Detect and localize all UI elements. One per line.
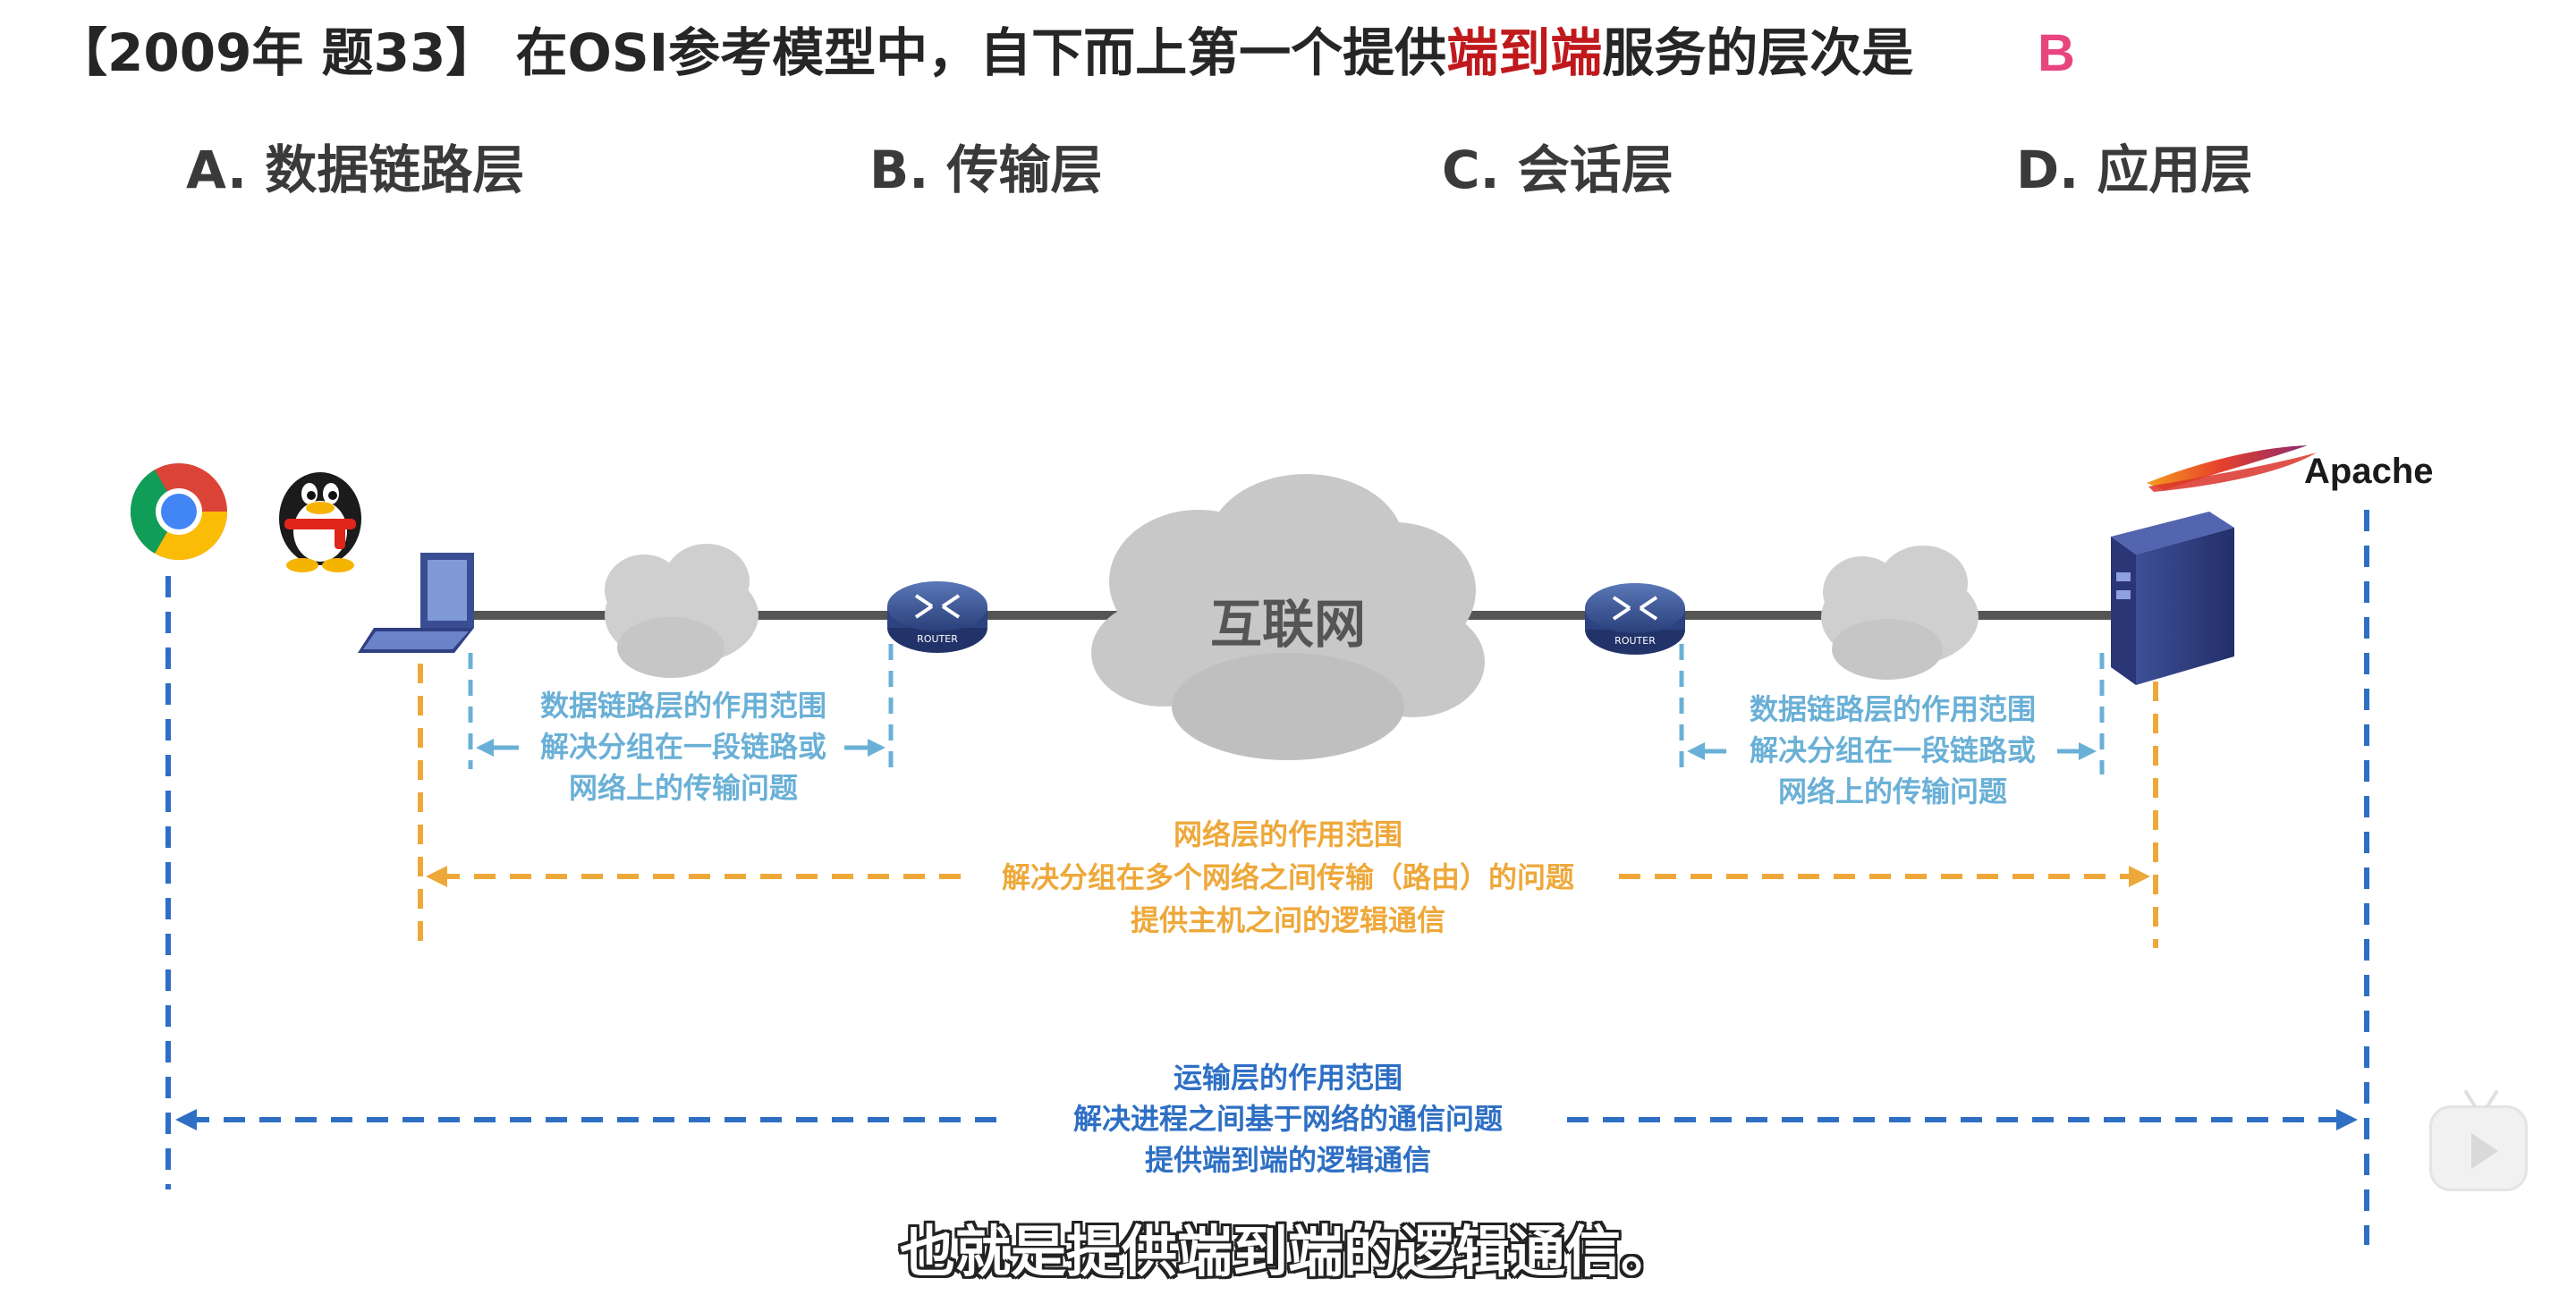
network-line2: 解决分组在多个网络之间传输（路由）的问题 [1002, 860, 1574, 894]
transport-line3: 提供端到端的逻辑通信 [1145, 1143, 1431, 1177]
router-right-label: ROUTER [1614, 635, 1656, 647]
transport-scope: 运输层的作用范围 解决进程之间基于网络的通信问题 提供端到端的逻辑通信 [165, 510, 2369, 1245]
router-left-label: ROUTER [917, 633, 958, 645]
network-line3: 提供主机之间的逻辑通信 [1131, 903, 1445, 937]
router-left: ROUTER [887, 581, 987, 653]
datalink-right-line3: 网络上的传输问题 [1778, 774, 2007, 808]
option-d: D. 应用层 [2016, 140, 2253, 200]
small-cloud-left [605, 544, 758, 678]
internet-label: 互联网 [1210, 594, 1366, 655]
chrome-icon [130, 463, 228, 561]
question-text: 【2009年 题33】 在OSI参考模型中，自下而上第一个提供端到端服务的层次是 [55, 13, 1913, 93]
answer-mark: B [2038, 24, 2075, 82]
option-b: B. 传输层 [869, 140, 1103, 200]
question-suffix: 服务的层次是 [1602, 22, 1914, 83]
internet-cloud: 互联网 [1091, 474, 1485, 760]
network-line1: 网络层的作用范围 [1174, 817, 1402, 851]
transport-line2: 解决进程之间基于网络的通信问题 [1073, 1102, 1503, 1136]
laptop-icon [358, 553, 474, 653]
datalink-left-line1: 数据链路层的作用范围 [540, 689, 826, 723]
server-icon [2111, 512, 2234, 685]
question-highlight: 端到端 [1446, 22, 1603, 83]
play-icon [2471, 1133, 2498, 1169]
question-prefix: 【2009年 题33】 在OSI参考模型中，自下而上第一个提供 [55, 22, 1447, 83]
router-right: ROUTER [1585, 583, 1685, 655]
transport-line1: 运输层的作用范围 [1174, 1061, 1402, 1095]
apache-label: Apache [2304, 452, 2434, 491]
video-subtitle: 也就是提供端到端的逻辑通信。 [899, 1219, 1676, 1284]
network-scope: 网络层的作用范围 解决分组在多个网络之间传输（路由）的问题 提供主机之间的逻辑通… [418, 664, 2158, 952]
qq-penguin-icon [279, 472, 361, 572]
datalink-right-line2: 解决分组在一段链路或 [1750, 733, 2036, 767]
tv-ears-icon [2464, 1090, 2498, 1108]
apache-feather-icon [2147, 445, 2317, 492]
router-arrows-icon [1612, 596, 1658, 621]
play-button[interactable] [2429, 1090, 2528, 1191]
datalink-left-line3: 网络上的传输问题 [569, 771, 798, 805]
datalink-right-line1: 数据链路层的作用范围 [1750, 692, 2036, 726]
router-arrows-icon [914, 594, 961, 619]
datalink-left-line2: 解决分组在一段链路或 [540, 730, 826, 764]
datalink-scope-right: 数据链路层的作用范围 解决分组在一段链路或 网络上的传输问题 [1679, 644, 2105, 808]
option-a: A. 数据链路层 [186, 140, 525, 200]
datalink-scope-left: 数据链路层的作用范围 解决分组在一段链路或 网络上的传输问题 [468, 644, 894, 805]
option-c: C. 会话层 [1442, 140, 1674, 200]
small-cloud-right [1821, 546, 1979, 680]
